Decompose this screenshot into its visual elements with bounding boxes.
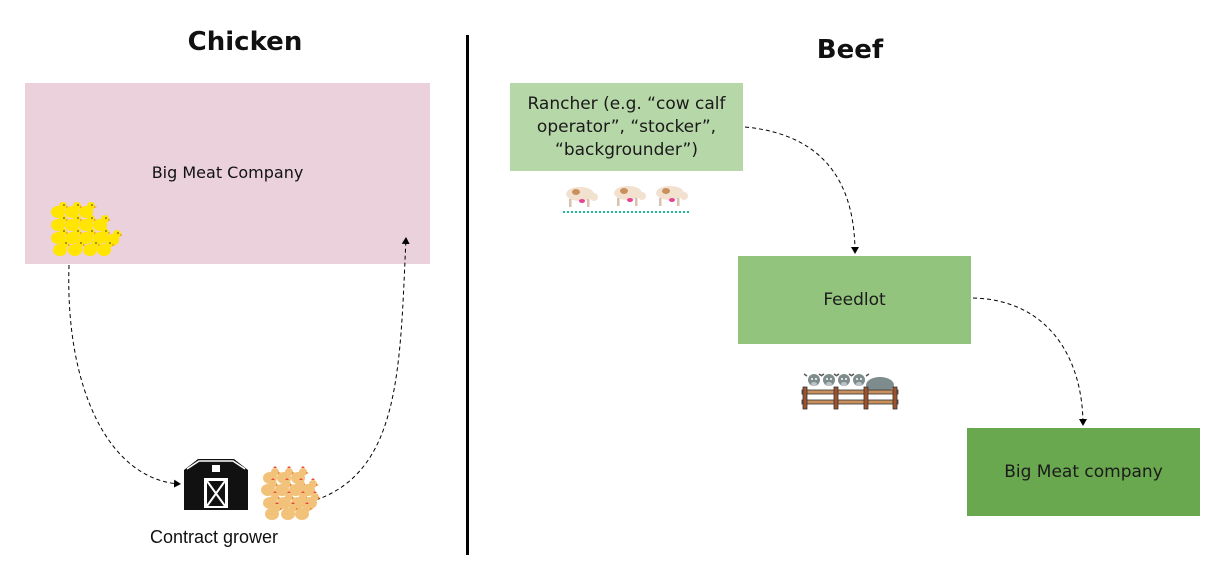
section-divider <box>466 35 469 555</box>
beef-big-meat-company-box: Big Meat company <box>967 428 1200 516</box>
contract-grower-label: Contract grower <box>150 527 279 547</box>
feedlot-label: Feedlot <box>823 289 886 310</box>
grown-chicken-flock-icon <box>261 466 321 520</box>
beef-big-meat-company-label: Big Meat company <box>1004 461 1163 482</box>
rancher-to-feedlot-arrow <box>744 126 859 254</box>
beef-heading: Beef <box>816 35 884 65</box>
feedlot-box: Feedlot <box>738 256 971 344</box>
barn-icon <box>184 459 248 510</box>
chick-flock-icon <box>51 202 123 256</box>
grazing-cattle-icon <box>563 186 690 213</box>
grower-to-company-arrow <box>315 237 410 501</box>
feedlot-to-bigmeat-arrow <box>972 297 1087 426</box>
rancher-label: Rancher (e.g. “cow calf operator”, “stoc… <box>527 93 726 160</box>
company-to-grower-arrow <box>68 264 181 488</box>
feedlot-cattle-icon <box>801 373 899 410</box>
rancher-box: Rancher (e.g. “cow calf operator”, “stoc… <box>510 83 743 171</box>
chicken-heading: Chicken <box>187 27 303 57</box>
chicken-big-meat-company-label: Big Meat Company <box>151 163 304 182</box>
